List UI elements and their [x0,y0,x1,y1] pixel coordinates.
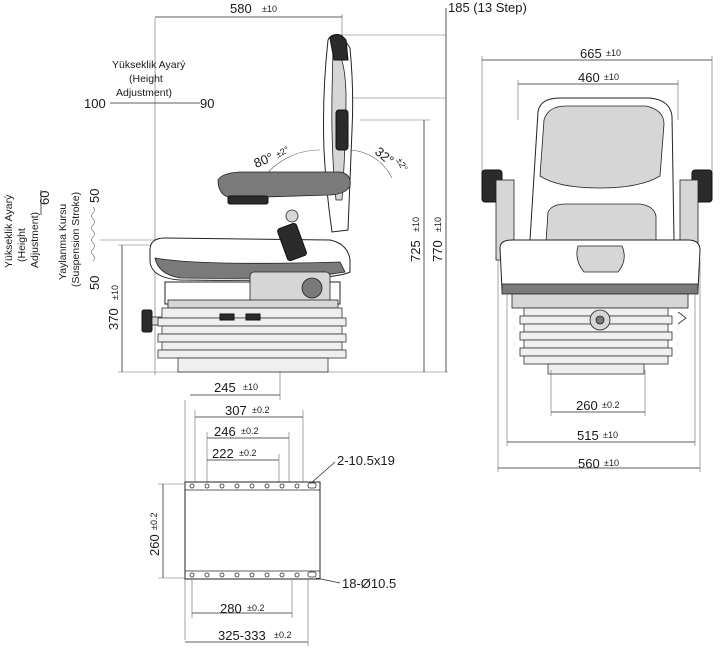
plate-325-tol: ±0.2 [274,630,291,640]
height-770-label: 770 [430,240,445,262]
plate-307-tol: ±0.2 [252,405,269,415]
width-460-tol: ±10 [604,72,619,82]
width-665-tol: ±10 [606,48,621,58]
height-adj-label-1: Yükseklik Ayarý [112,59,186,71]
depth-580-tol: ±10 [262,4,277,14]
height-adj-label-3: Adjustment) [116,87,172,99]
plate-holes-bottom [189,571,317,578]
plate-holes-top [189,482,317,489]
angle-32-label: 32° [372,144,397,168]
height-adj-left: 100 [84,96,106,111]
step-185-label: 185 (13 Step) [448,0,527,15]
base-370-label: 370 [106,308,121,330]
angle-32-tol: ±2° [394,156,410,173]
plate-260-label: 260 [147,534,162,556]
base-260-tol: ±0.2 [602,400,619,410]
width-515-tol: ±10 [603,430,618,440]
offset-245-tol: ±10 [243,382,258,392]
plate-246-label: 246 [214,424,236,439]
vlabel-height-60: 60 [37,191,52,205]
angle-80-label: 80° [252,150,276,171]
height-adj-right: 90 [200,96,214,111]
width-560-label: 560 [578,456,600,471]
mounting-plate-view: 307 ±0.2 246 ±0.2 222 ±0.2 2-10.5x19 [147,400,396,646]
height-adj-label-2: (Height [129,73,163,85]
height-770-tol: ±10 [433,217,443,232]
vlabel-susp-bottom: 50 [87,276,102,290]
height-725-label: 725 [408,240,423,262]
plate-222-tol: ±0.2 [239,448,256,458]
height-725-tol: ±10 [411,217,421,232]
plate-325-label: 325-333 [218,628,266,643]
base-260-label: 260 [576,398,598,413]
depth-580-label: 580 [230,1,252,16]
plate-222-label: 222 [212,446,234,461]
vlabel-height-1: Yükseklik Ayarý [3,194,15,268]
plate-307-label: 307 [225,403,247,418]
plate-280-label: 280 [220,601,242,616]
plate-280-tol: ±0.2 [247,603,264,613]
vlabel-height-3: Adjustment) [29,212,41,268]
seat-side-graphic [141,34,354,373]
plate-246-tol: ±0.2 [241,426,258,436]
plate-holes-label: 18-Ø10.5 [342,576,396,591]
vlabel-height-2: (Height [16,228,28,262]
vlabel-susp-2: (Suspension Stroke) [70,192,82,287]
plate-slots-label: 2-10.5x19 [337,453,395,468]
seat-front-graphic [481,97,713,375]
front-view: 665 ±10 460 ±10 [481,46,713,472]
plate-260-tol: ±0.2 [149,513,159,530]
width-665-label: 665 [580,46,602,61]
vlabel-susp-1: Yaylanma Kursu [57,204,69,280]
width-515-label: 515 [577,428,599,443]
base-370-tol: ±10 [110,285,120,300]
width-560-tol: ±10 [604,458,619,468]
vlabel-susp-top: 50 [87,189,102,203]
width-460-label: 460 [578,70,600,85]
offset-245-label: 245 [214,380,236,395]
side-view: 580 ±10 185 (13 Step) Yükseklik Ayarý (H… [3,0,527,400]
